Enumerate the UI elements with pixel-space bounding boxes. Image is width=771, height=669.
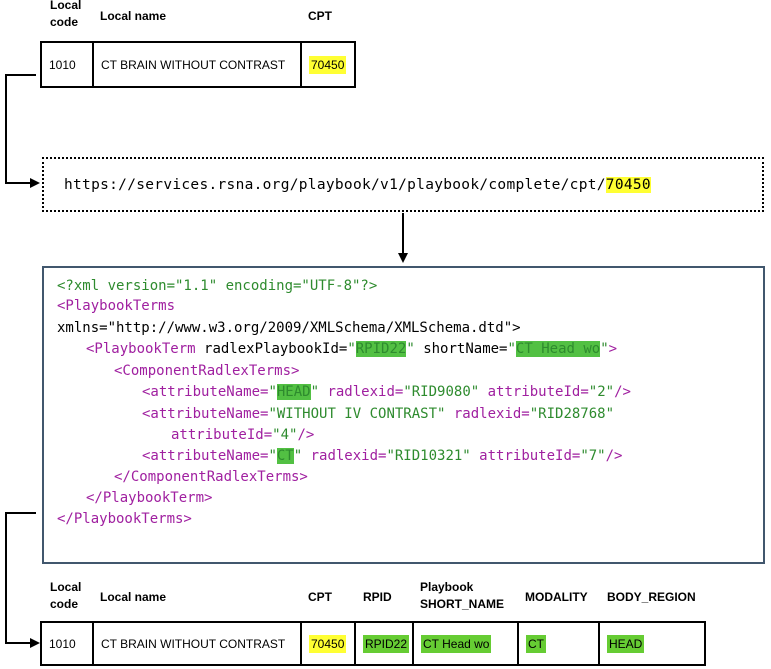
top-table-row: 1010 CT BRAIN WITHOUT CONTRAST 70450	[40, 41, 356, 88]
xml-response-box: <?xml version="1.1" encoding="UTF-8"?> <…	[42, 266, 765, 564]
xml-line: attributeId="4"/>	[171, 427, 315, 443]
top-cell-cpt: 70450	[309, 55, 347, 74]
xml-line: <PlaybookTerms	[57, 298, 176, 314]
top-cell-local-name: CT BRAIN WITHOUT CONTRAST	[94, 43, 302, 86]
xml-declaration: <?xml version="1.1" encoding="UTF-8"?>	[57, 278, 378, 294]
top-cell-local-code: 1010	[42, 43, 94, 86]
bottom-cell-modality: CT	[519, 623, 600, 664]
bottom-header-body-region: BODY_REGION	[607, 590, 696, 604]
top-header-local-name: Local name	[100, 9, 167, 23]
xml-line: xmlns="http://www.w3.org/2009/XMLSchema/…	[57, 320, 521, 336]
bottom-cell-local-name: CT BRAIN WITHOUT CONTRAST	[94, 623, 302, 664]
api-url-box: https://services.rsna.org/playbook/v1/pl…	[42, 157, 764, 212]
top-header-cpt: CPT	[308, 9, 332, 23]
bottom-header-rpid: RPID	[363, 590, 392, 604]
bottom-header-modality: MODALITY	[525, 590, 588, 604]
bottom-cell-rpid: RPID22	[356, 623, 414, 664]
xml-line: </PlaybookTerm>	[86, 490, 213, 506]
bottom-table-row: 1010 CT BRAIN WITHOUT CONTRAST 70450 RPI…	[40, 621, 706, 666]
xml-line: <attributeName="WITHOUT IV CONTRAST" rad…	[142, 406, 615, 422]
arrow-table-to-url	[5, 74, 40, 188]
xml-line: </PlaybookTerms>	[57, 511, 192, 527]
xml-line: </ComponentRadlexTerms>	[114, 469, 308, 485]
bottom-header-local-name: Local name	[100, 590, 167, 604]
xml-line: <ComponentRadlexTerms>	[114, 363, 300, 379]
bottom-cell-body-region: HEAD	[607, 634, 645, 653]
bottom-cell-local-code: 1010	[42, 623, 94, 664]
arrow-xml-to-table	[5, 512, 40, 648]
bottom-header-cpt: CPT	[308, 590, 332, 604]
xml-line: <PlaybookTerm radlexPlaybookId="RPID22" …	[86, 341, 618, 357]
api-url: https://services.rsna.org/playbook/v1/pl…	[64, 176, 651, 193]
bottom-cell-short-name: CT Head wo	[414, 623, 519, 664]
xml-line: <attributeName="HEAD" radlexid="RID9080"…	[142, 384, 631, 400]
xml-line: <attributeName="CT" radlexid="RID10321" …	[142, 448, 623, 464]
bottom-cell-cpt: 70450	[302, 623, 356, 664]
